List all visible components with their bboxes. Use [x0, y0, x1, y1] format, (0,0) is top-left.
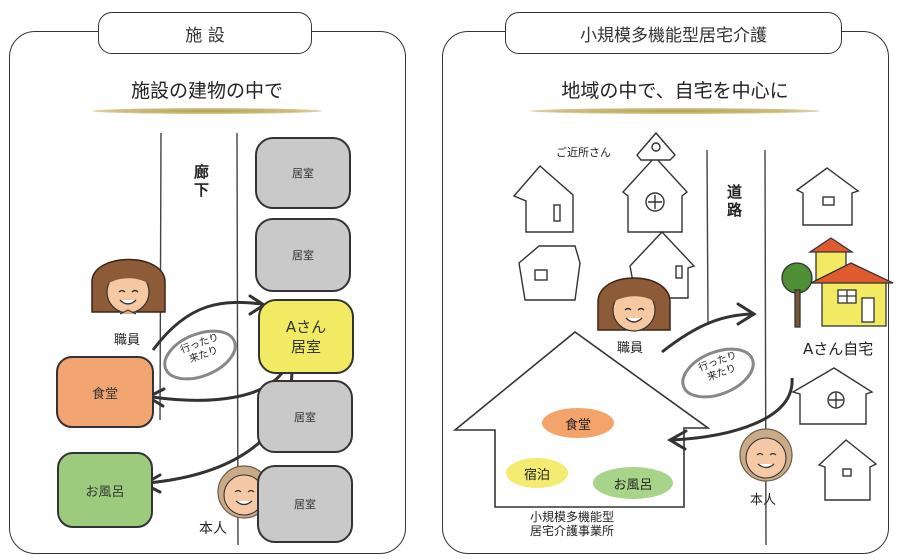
corridor-label: 廊 下 — [194, 163, 210, 199]
room-1: 居室 — [255, 137, 351, 209]
right-panel-title: 小規模多機能型居宅介護 — [505, 12, 842, 54]
dining-blob: 食堂 — [542, 408, 614, 438]
road-label: 道 路 — [727, 183, 743, 219]
lodging-blob: 宿泊 — [506, 458, 568, 488]
arrow-dining-to-aroom — [151, 300, 263, 351]
home-label: Aさん自宅 — [803, 340, 874, 358]
right-gold-rule — [530, 108, 820, 114]
bath-blob: お風呂 — [593, 467, 673, 499]
left-panel-title: 施 設 — [98, 12, 312, 54]
room-2: 居室 — [255, 218, 351, 292]
right-self-illustration — [739, 428, 793, 482]
neighbors-label: ご近所さん — [556, 146, 611, 159]
neighbor-houses — [512, 131, 878, 501]
left-gold-rule — [92, 108, 322, 114]
a-home-illustration — [781, 237, 894, 328]
right-subtitle: 地域の中で、自宅を中心に — [561, 80, 789, 102]
arrow-aroom-to-dining — [151, 364, 289, 402]
room-4: 居室 — [257, 465, 353, 543]
right-staff-label: 職員 — [617, 341, 644, 356]
right-bubble-outline — [681, 347, 755, 399]
office-label: 小規模多機能型 居宅介護事業所 — [530, 510, 615, 538]
right-staff-illustration — [597, 277, 671, 332]
left-staff-illustration — [91, 258, 166, 315]
bath-room: お風呂 — [57, 452, 153, 528]
left-bubble-outline — [163, 329, 237, 381]
left-subtitle: 施設の建物の中で — [130, 80, 283, 102]
arrow-home-to-office — [671, 377, 794, 442]
right-self-label: 本人 — [750, 493, 777, 508]
left-staff-label: 職員 — [114, 333, 141, 348]
a-room: Aさん 居室 — [258, 299, 354, 374]
room-3: 居室 — [257, 380, 353, 453]
left-self-label: 本人 — [199, 521, 227, 537]
dining-room: 食堂 — [56, 356, 154, 428]
arrow-office-to-home — [661, 312, 753, 354]
